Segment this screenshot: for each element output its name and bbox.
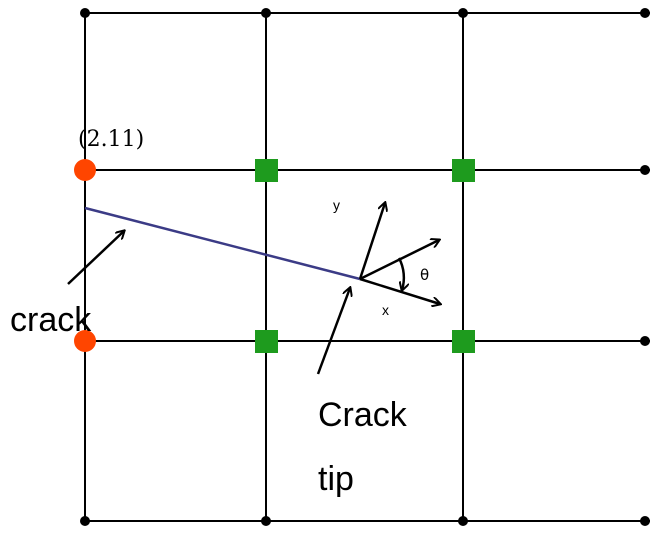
grid-node [640, 336, 650, 346]
crack-line [84, 206, 361, 281]
heaviside-enriched-nodes [74, 159, 96, 352]
x-axis-label: x [382, 302, 389, 318]
crack-tip-label-line2: tip [318, 460, 354, 498]
grid-node [458, 516, 468, 526]
heaviside-node [74, 330, 96, 352]
grid-node [261, 516, 271, 526]
crack-tip-label-line1: Crack [318, 396, 407, 434]
grid-node [458, 8, 468, 18]
heaviside-node [74, 159, 96, 181]
tip-pointer-arrow [316, 288, 350, 375]
mesh-grid [84, 12, 650, 522]
grid-node [80, 516, 90, 526]
tip-node [255, 330, 278, 353]
equation-label: (2.11) [78, 127, 145, 152]
grid-node [261, 8, 271, 18]
tip-node [452, 330, 475, 353]
tip-node [255, 159, 278, 182]
theta-angle-arc [397, 257, 404, 290]
grid-node [640, 8, 650, 18]
tip-coordinate-system [358, 203, 440, 304]
y-axis-label: y [333, 197, 340, 213]
tip-enriched-nodes [255, 159, 475, 353]
grid-nodes [80, 8, 650, 526]
grid-node [640, 165, 650, 175]
y-axis-arrow [358, 203, 385, 280]
crack-pointer-arrow [67, 231, 124, 285]
tip-node [452, 159, 475, 182]
grid-node [640, 516, 650, 526]
grid-node [80, 8, 90, 18]
pointer-arrows [67, 231, 350, 375]
crack-label: crack [10, 301, 92, 339]
theta-label: θ [420, 266, 430, 284]
